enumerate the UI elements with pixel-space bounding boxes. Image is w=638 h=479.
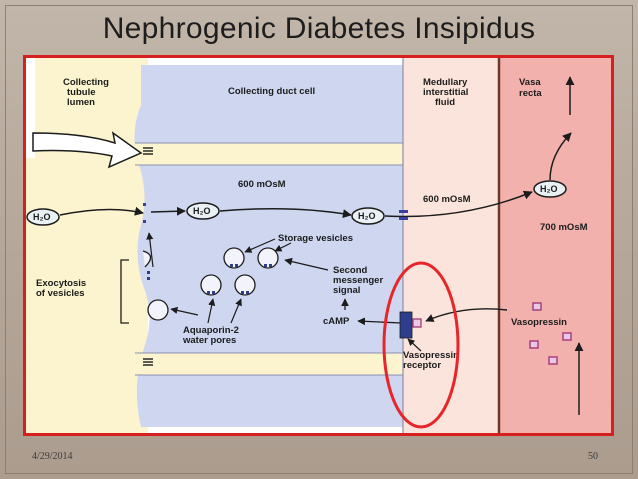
vesicle-to-membrane-arrow <box>146 232 154 268</box>
receptor-label-1: Vasopressin <box>403 350 459 361</box>
h2o-basolateral: H₂O <box>351 207 385 225</box>
medullary-label-1: Medullary <box>423 77 468 88</box>
vasopressin-to-receptor-arrow <box>425 308 508 322</box>
medullary-region <box>403 58 499 433</box>
vasa-recta-region <box>499 58 611 433</box>
kidney-collecting-duct-diagram: Collecting tubule lumen Collecting duct … <box>26 58 611 433</box>
h2o-arrow-3 <box>219 208 352 219</box>
cell-label: Collecting duct cell <box>228 86 315 97</box>
cell-osmolarity: 600 mOsM <box>238 179 286 190</box>
exocytosis-bracket <box>120 259 129 324</box>
basolateral-water-channel <box>399 210 408 220</box>
aquaporin-pointer-3 <box>230 298 242 324</box>
slide-page-number: 50 <box>588 451 598 462</box>
apical-aquaporin <box>143 203 146 223</box>
medullary-label-2: interstitial <box>423 87 468 98</box>
tight-junction-top <box>143 147 153 155</box>
second-messenger-label-2: messenger <box>333 275 383 286</box>
second-messenger-arrow <box>284 257 329 271</box>
h2o-arrow-2 <box>150 206 186 216</box>
storage-vesicles <box>147 247 279 321</box>
lumen-region <box>26 58 148 433</box>
bound-vasopressin <box>412 318 422 328</box>
h2o-arrow-1 <box>59 206 144 216</box>
h2o-arrow-4 <box>384 190 533 218</box>
vasopressin-molecules <box>529 302 572 365</box>
aquaporin-pointer-1 <box>207 298 216 324</box>
lumen-label-1: Collecting <box>63 77 109 88</box>
receptor-pointer <box>407 338 422 352</box>
exocytosis-label-1: Exocytosis <box>36 278 86 289</box>
slide-date: 4/29/2014 <box>32 451 73 462</box>
slide-border <box>5 5 633 474</box>
membrane-top <box>135 142 403 166</box>
storage-pointer-2 <box>274 242 292 252</box>
receptor-to-camp-arrow <box>357 317 402 326</box>
vasa-osmolarity: 700 mOsM <box>540 222 588 233</box>
aquaporin-pointer-2 <box>170 306 199 316</box>
storage-vesicles-label: Storage vesicles <box>278 233 353 244</box>
h2o-cytoplasm: H₂O <box>186 202 220 220</box>
aquaporin-label-1: Aquaporin-2 <box>183 325 239 336</box>
h2o-vasa-recta: H₂O <box>533 180 567 198</box>
vasa-label-2: recta <box>519 88 542 99</box>
svg-text:H₂O: H₂O <box>193 206 211 216</box>
exocytosis-label-2: of vesicles <box>36 288 85 299</box>
second-messenger-label-1: Second <box>333 265 368 276</box>
slide-title: Nephrogenic Diabetes Insipidus <box>102 12 536 45</box>
vasopressin-label: Vasopressin <box>511 317 567 328</box>
h2o-lumen: H₂O <box>26 208 60 226</box>
svg-text:H₂O: H₂O <box>540 184 558 194</box>
h2o-arrow-5 <box>549 132 572 181</box>
vasopressin-receptor <box>399 311 413 339</box>
membrane-bottom <box>135 352 403 376</box>
receptor-label-2: receptor <box>403 360 441 371</box>
exocytosing-vesicle <box>142 250 152 268</box>
aquaporin-label-2: water pores <box>182 335 236 346</box>
camp-label: cAMP <box>323 316 350 327</box>
svg-text:H₂O: H₂O <box>33 212 51 222</box>
second-messenger-label-3: signal <box>333 285 360 296</box>
vasa-label-1: Vasa <box>519 77 541 88</box>
vesicle-aquaporins <box>147 264 272 294</box>
receptor-highlight-circle <box>382 261 460 429</box>
medullary-osmolarity: 600 mOsM <box>423 194 471 205</box>
svg-text:H₂O: H₂O <box>358 211 376 221</box>
lumen-flow-arrow <box>32 131 143 169</box>
figure-corner-patch <box>26 58 35 158</box>
medullary-label-3: fluid <box>435 97 455 108</box>
cell-junction-bottom <box>135 353 403 375</box>
lumen-label-2: tubule <box>67 87 96 98</box>
cell-junction-top <box>135 143 403 165</box>
tight-junction-bottom <box>143 358 153 366</box>
lumen-label-3: lumen <box>67 97 95 108</box>
storage-pointer-1 <box>244 238 276 253</box>
